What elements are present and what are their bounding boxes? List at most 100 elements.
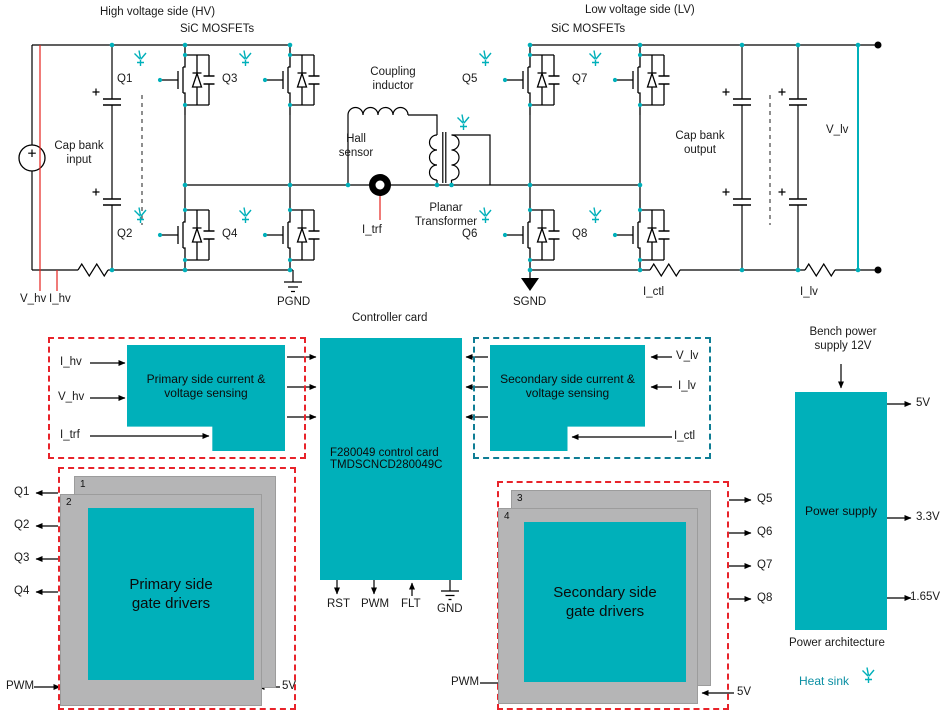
rail-3v3-label: 3.3V (916, 511, 940, 523)
heat-sink-icon (478, 49, 492, 67)
primary-gate-driver-block: Primary side gate drivers (88, 508, 254, 680)
driver-out-q6: Q6 (757, 526, 773, 538)
gnd-pin-label: GND (437, 603, 463, 615)
mosfet-q6 (502, 199, 561, 271)
hv-device-label: SiC MOSFETs (180, 23, 255, 35)
heat-sink-icon (133, 206, 147, 224)
primary-gate-driver-group-box (58, 467, 296, 710)
power-architecture-caption: Power architecture (789, 637, 885, 649)
planar-transformer-symbol (428, 132, 491, 185)
driver-out-q4: Q4 (14, 585, 30, 597)
mosfet-q4 (262, 199, 321, 271)
secondary-gate-driver-title: Secondary side gate drivers (553, 583, 657, 621)
primary-gate-driver-title: Primary side gate drivers (129, 575, 213, 613)
rst-pin-label: RST (327, 598, 350, 610)
driver-out-q7: Q7 (757, 559, 773, 571)
controller-name-line2: TMDSCNCD280049C (330, 459, 443, 471)
vlv-label: V_lv (826, 124, 849, 136)
voltage-source (18, 144, 46, 172)
hv-side-label: High voltage side (HV) (100, 6, 216, 18)
junction-dots (109, 42, 861, 273)
sense-input-ihv: I_hv (60, 356, 82, 368)
secondary-gate-driver-block: Secondary side gate drivers (524, 522, 686, 682)
sense-wires-red (39, 45, 381, 291)
heat-sink-icon (456, 113, 470, 131)
primary-sensing-group-box (48, 337, 306, 459)
sgnd-label: SGND (513, 296, 547, 308)
power-supply-title: Power supply (804, 504, 878, 518)
q7-label: Q7 (572, 73, 588, 85)
mosfet-q8 (612, 199, 671, 271)
card-badge: 2 (66, 497, 72, 508)
sgnd-symbol (521, 270, 539, 291)
sense-input-vhv: V_hv (58, 391, 85, 403)
coupling-inductor-symbol (347, 106, 409, 116)
secondary-sensing-block: Secondary side current & voltage sensing (490, 345, 645, 451)
driver-out-q8: Q8 (757, 592, 773, 604)
sense-input-ictl: I_ctl (674, 430, 696, 442)
heat-sink-icon (238, 206, 252, 224)
ilv-label: I_lv (800, 286, 818, 298)
ictl-shunt-resistor (649, 262, 681, 278)
lv-side-label: Low voltage side (LV) (585, 4, 695, 16)
heat-sink-icon (588, 49, 602, 67)
mosfet-q1 (157, 44, 216, 116)
hall-sensor-label: Hall sensor (338, 133, 374, 159)
q1-label: Q1 (117, 73, 133, 85)
primary-5v-label: 5V (282, 680, 297, 692)
cap-bank-continuation-dashes (141, 95, 771, 225)
q6-label: Q6 (462, 228, 478, 240)
q5-label: Q5 (462, 73, 478, 85)
pwm-pin-label: PWM (361, 598, 390, 610)
heat-sink-legend-icon (861, 666, 875, 684)
driver-out-q2: Q2 (14, 519, 30, 531)
mosfet-q7 (612, 44, 671, 116)
vhv-label: V_hv (20, 293, 47, 305)
controller-name-line1: F280049 control card (330, 447, 439, 459)
primary-pwm-label: PWM (6, 680, 35, 692)
driver-out-q5: Q5 (757, 493, 773, 505)
heat-sink-icon (133, 49, 147, 67)
secondary-pwm-label: PWM (451, 676, 480, 688)
rail-1v65-label: 1.65V (910, 591, 941, 603)
block-diagram-arrows (34, 354, 912, 696)
ictl-label: I_ctl (643, 286, 665, 298)
sense-input-ilv: I_lv (678, 380, 696, 392)
q8-label: Q8 (572, 228, 588, 240)
heat-sink-icon (238, 49, 252, 67)
sense-input-itrf: I_trf (60, 429, 80, 441)
ilv-shunt-resistor (804, 262, 836, 278)
mosfet-q5 (502, 44, 561, 116)
sense-input-vlv: V_lv (676, 350, 699, 362)
q2-label: Q2 (117, 228, 133, 240)
q4-label: Q4 (222, 228, 238, 240)
heat-sink-legend-label: Heat sink (799, 674, 850, 688)
power-stage-wiring (18, 44, 878, 293)
coupling-inductor-label: Coupling inductor (370, 66, 416, 92)
mosfet-q3 (262, 44, 321, 116)
pgnd-label: PGND (277, 296, 311, 308)
secondary-5v-label: 5V (737, 686, 752, 698)
secondary-sensing-group-box (473, 337, 711, 459)
driver-out-q1: Q1 (14, 486, 30, 498)
hall-sensor-symbol (369, 174, 391, 196)
secondary-sensing-title: Secondary side current & voltage sensing (500, 372, 635, 400)
card-badge: 4 (504, 511, 510, 522)
card-badge: 3 (517, 493, 523, 504)
controller-card-section-label: Controller card (352, 312, 428, 324)
power-supply-block: Power supply (795, 392, 887, 630)
flt-pin-label: FLT (401, 598, 421, 610)
itrf-label: I_trf (362, 224, 382, 236)
heat-sink-icon (588, 206, 602, 224)
pgnd-symbol (284, 270, 302, 293)
hv-shunt-resistor (77, 262, 109, 278)
mosfet-q2 (157, 199, 216, 271)
driver-out-q3: Q3 (14, 552, 30, 564)
output-terminal-dots (874, 41, 882, 274)
bench-supply-label: Bench power supply 12V (809, 326, 877, 352)
rail-5v-label: 5V (916, 397, 931, 409)
controller-card-block: F280049 control card TMDSCNCD280049C (320, 338, 462, 580)
ihv-label: I_hv (49, 293, 71, 305)
